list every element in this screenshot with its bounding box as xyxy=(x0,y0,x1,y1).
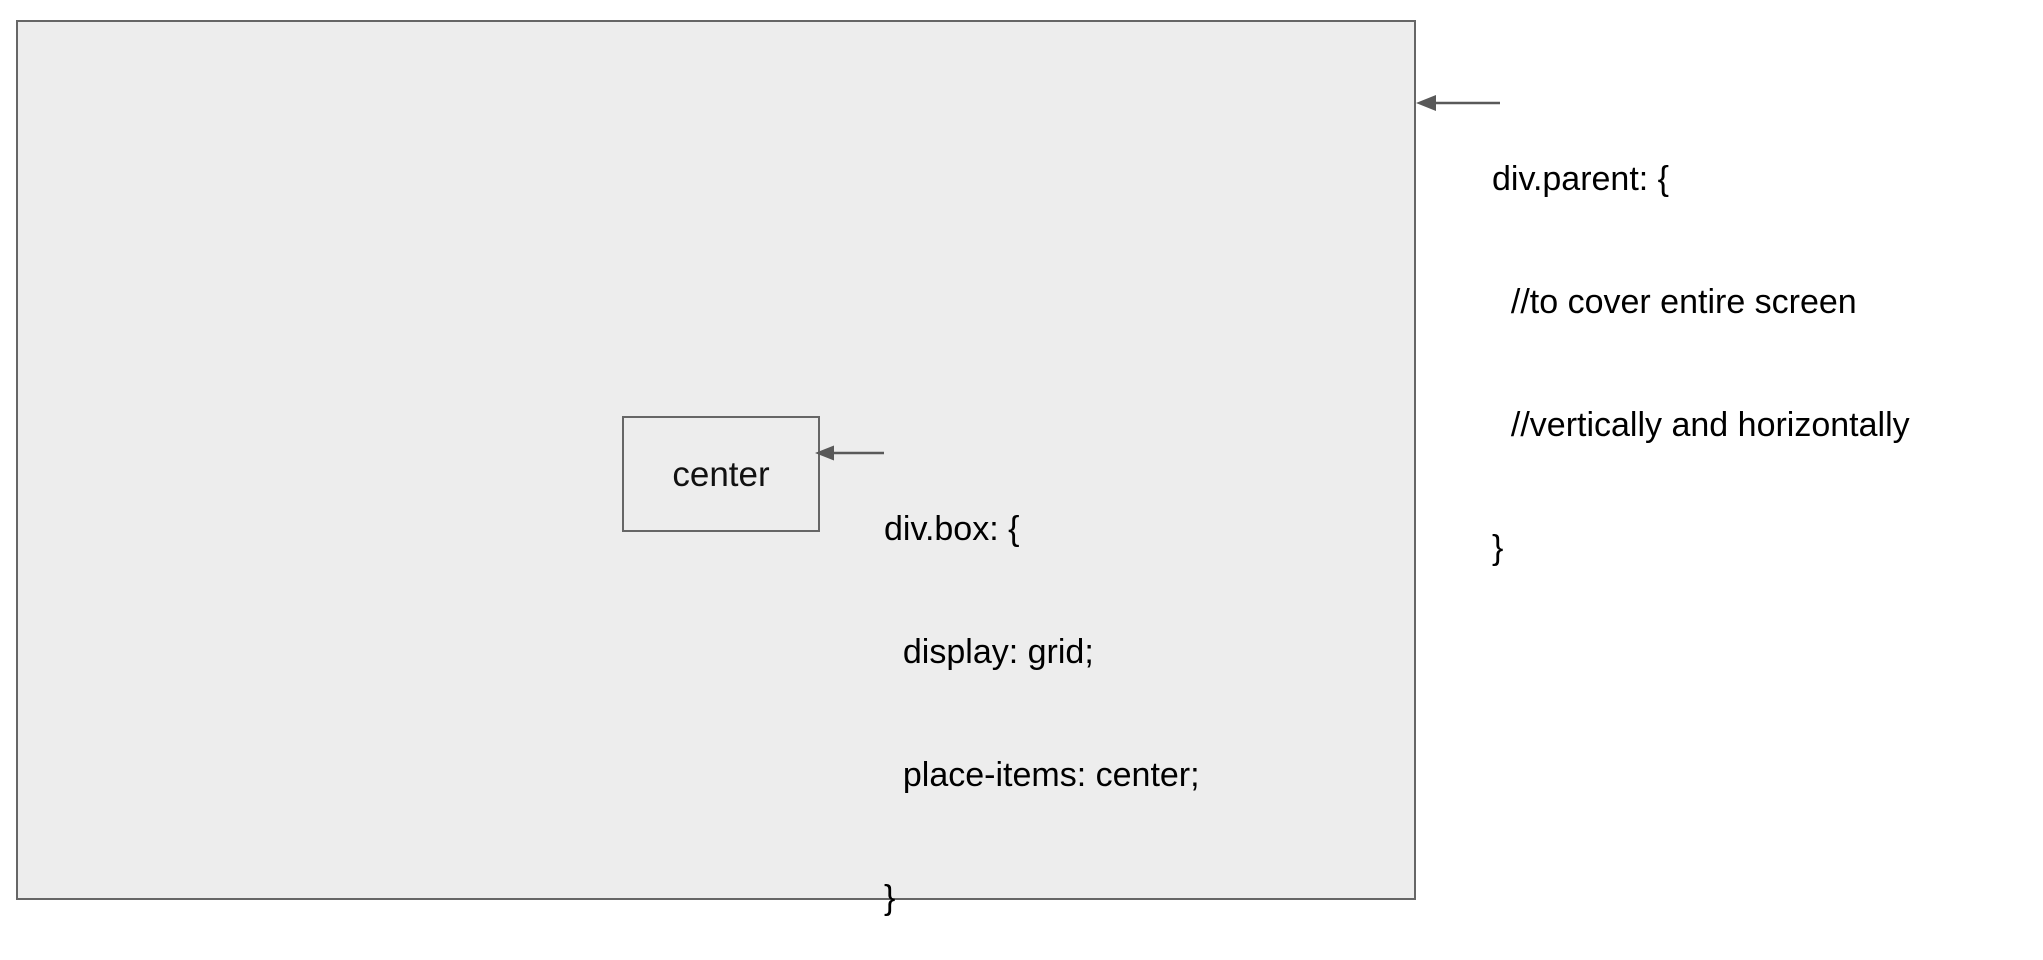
annotation-div-box: div.box: { display: grid; place-items: c… xyxy=(884,427,1200,960)
code-line: div.parent: { xyxy=(1492,160,1670,198)
left-arrow-icon-box xyxy=(815,445,884,461)
annotation-div-parent: div.parent: { //to cover entire screen /… xyxy=(1492,77,1910,610)
parent-container-box: center xyxy=(16,20,1416,900)
code-line: display: grid; xyxy=(884,633,1094,671)
left-arrow-icon-parent xyxy=(1416,95,1500,111)
code-line: place-items: center; xyxy=(884,756,1200,794)
center-box: center xyxy=(622,416,820,532)
code-line: } xyxy=(884,879,896,917)
code-line: } xyxy=(1492,529,1504,567)
code-line: //to cover entire screen xyxy=(1492,283,1857,321)
center-box-label: center xyxy=(672,454,770,494)
code-line: //vertically and horizontally xyxy=(1492,406,1910,444)
code-line: div.box: { xyxy=(884,510,1020,548)
